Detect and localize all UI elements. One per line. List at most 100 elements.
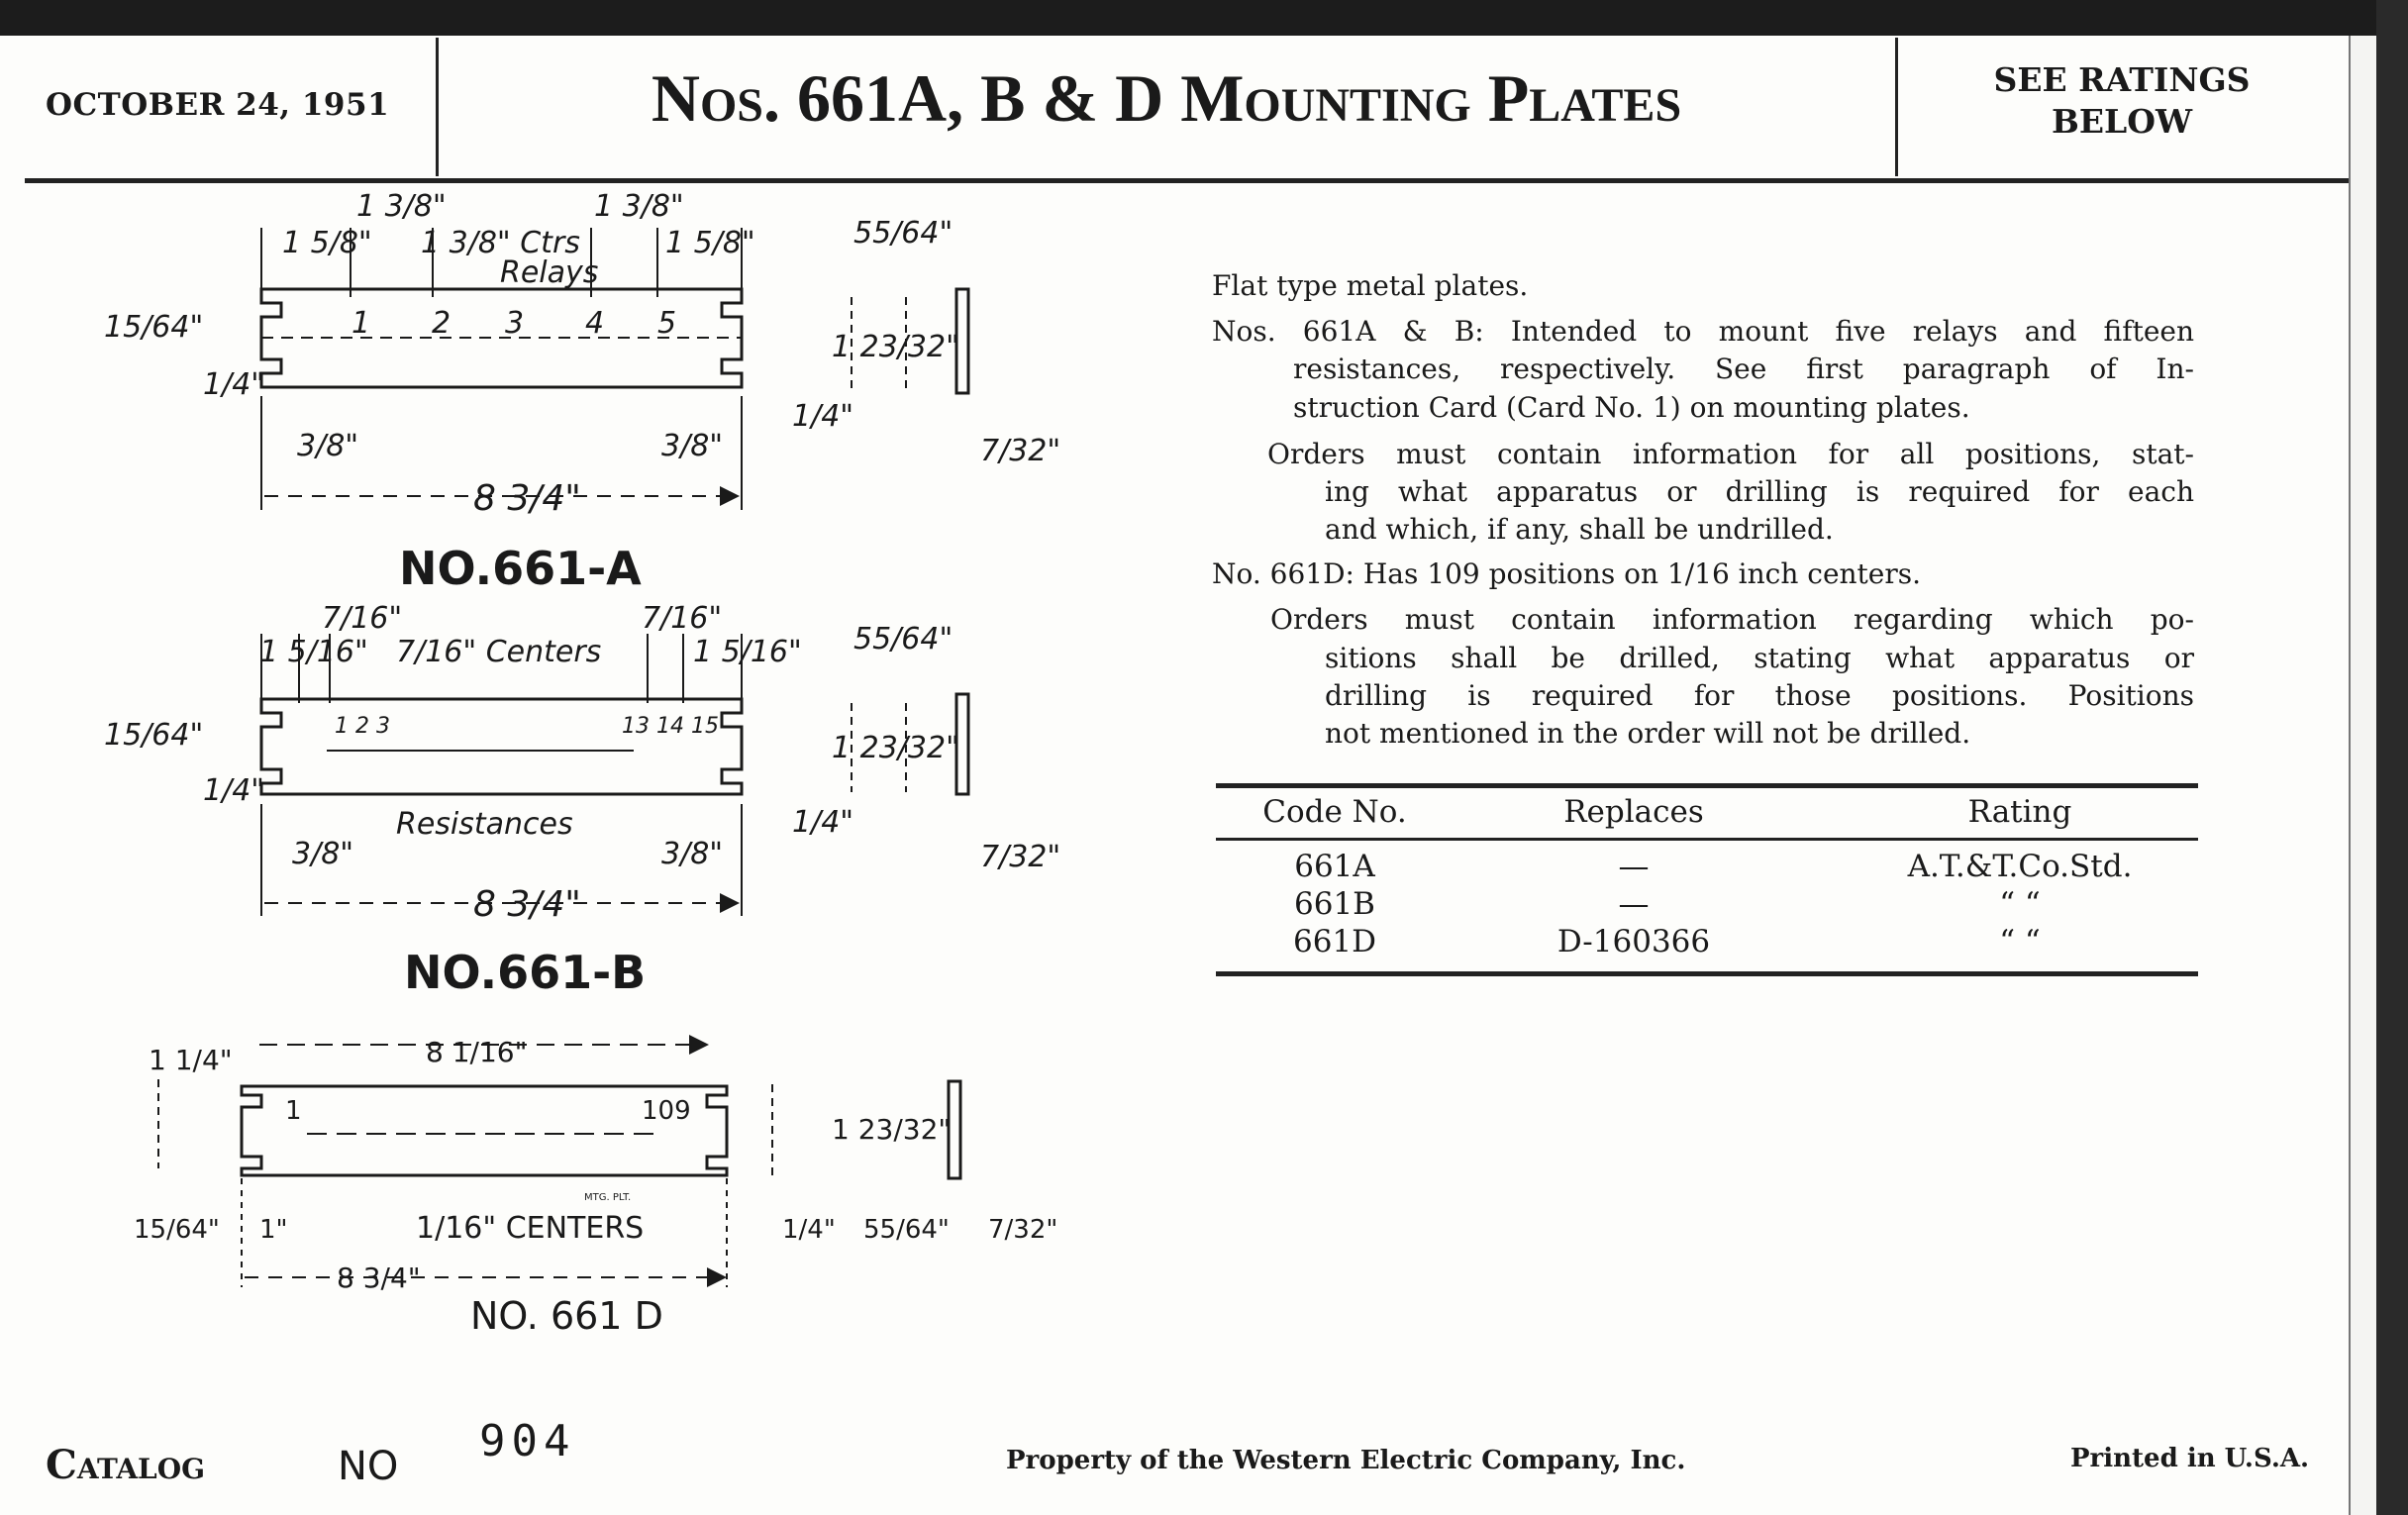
dim-label: 1/4"	[782, 1215, 836, 1245]
dim-label: 3/8"	[292, 837, 353, 871]
dim-label: 8 1/16"	[426, 1036, 527, 1068]
plate-b-title: NO.661-B	[404, 946, 646, 999]
dim-label: 8 3/4"	[337, 1262, 421, 1294]
table-cell: A.T.&T.Co.Std.	[1907, 849, 2133, 884]
position-label: 13 14 15	[622, 714, 719, 739]
description-line: ing what apparatus or drilling is requir…	[1325, 475, 2194, 508]
dim-label: 15/64"	[104, 718, 203, 753]
catalog-number: 904	[479, 1416, 576, 1466]
footer-no: NO	[338, 1444, 399, 1489]
table-bottom-rule	[1216, 971, 2198, 976]
plate-b-drawing	[259, 634, 970, 916]
description-line: resistances, respectively. See first par…	[1293, 353, 2194, 385]
dim-label: 1 3/8"	[594, 189, 684, 224]
dim-label: 1/4"	[792, 399, 853, 434]
dim-label: 1 3/8"	[356, 189, 447, 224]
centers-label: 1/16" CENTERS	[416, 1211, 644, 1246]
dim-label: 55/64"	[863, 1215, 950, 1245]
description-line: Orders must contain information regardin…	[1270, 603, 2194, 636]
ratings-note: SEE RATINGS BELOW	[1899, 59, 2345, 143]
table-cell: D-160366	[1556, 924, 1711, 960]
table-header-rating: Rating	[1967, 794, 2072, 830]
table-cell: —	[1618, 886, 1650, 922]
dim-label: 1 1/4"	[149, 1044, 233, 1076]
description-line: sitions shall be drilled, stating what a…	[1325, 642, 2194, 674]
position-label: 1	[351, 306, 370, 341]
scan-top-border	[0, 0, 2408, 36]
table-header-code: Code No.	[1262, 794, 1407, 830]
table-cell: “ “	[1999, 924, 2041, 960]
header-divider	[436, 38, 439, 176]
position-label: 109	[642, 1096, 691, 1126]
table-cell: 661B	[1294, 886, 1375, 922]
dim-label: 1 5/8"	[282, 226, 372, 260]
dim-label: 7/32"	[988, 1215, 1057, 1245]
card-edge	[2349, 36, 2378, 1515]
header-date: OCTOBER 24, 1951	[46, 87, 390, 123]
dim-label: 1/4"	[203, 367, 264, 402]
position-label: 1 2 3	[335, 714, 390, 739]
description-line: No. 661D: Has 109 positions on 1/16 inch…	[1212, 557, 1922, 590]
position-label: 3	[505, 306, 524, 341]
plate-d-drawing	[157, 1035, 962, 1287]
dim-label: 1 5/8"	[665, 226, 755, 260]
dim-label: 1 23/32"	[832, 1113, 951, 1146]
table-cell: “ “	[1999, 886, 2041, 922]
position-label: 5	[657, 306, 676, 341]
dim-label: 55/64"	[853, 622, 953, 656]
position-label: 1	[285, 1096, 302, 1126]
footer-printed: Printed in U.S.A.	[2070, 1444, 2310, 1473]
table-cell: —	[1618, 849, 1650, 884]
dim-label: 1 5/16"	[693, 635, 802, 669]
dim-label: 7/16"	[322, 601, 402, 636]
dim-label: 7/16"	[642, 601, 722, 636]
resistances-label: Resistances	[396, 807, 573, 842]
table-top-rule	[1216, 783, 2198, 788]
footer-property: Property of the Western Electric Company…	[1006, 1446, 1686, 1475]
dim-label: 3/8"	[661, 429, 723, 463]
ratings-note-line: BELOW	[2051, 102, 2193, 141]
dim-label: 8 3/4"	[473, 884, 581, 925]
relays-label: Relays	[500, 255, 598, 290]
description-line: Orders must contain information for all …	[1267, 438, 2194, 470]
table-cell: 661A	[1294, 849, 1375, 884]
dim-label: 1 5/16"	[259, 635, 368, 669]
dim-label: 8 3/4"	[473, 478, 581, 519]
scan-right-border	[2376, 0, 2408, 1515]
dim-label: 1/4"	[792, 805, 853, 840]
mtg-plt-label: MTG. PLT.	[584, 1192, 631, 1203]
plate-a-drawing	[259, 228, 970, 510]
centers-label: 7/16" Centers	[396, 635, 601, 669]
dim-label: 15/64"	[104, 310, 203, 345]
dim-label: 7/32"	[980, 840, 1060, 874]
plate-a-title: NO.661-A	[399, 542, 642, 595]
ratings-note-line: SEE RATINGS	[1993, 60, 2251, 99]
description-line: Flat type metal plates.	[1212, 269, 1529, 302]
description-line: not mentioned in the order will not be d…	[1325, 717, 1971, 750]
table-header-rule	[1216, 838, 2198, 841]
dim-label: 7/32"	[980, 434, 1060, 468]
dim-label: 15/64"	[134, 1215, 220, 1245]
description-line: and which, if any, shall be undrilled.	[1325, 513, 1834, 546]
dim-label: 1 3/8" Ctrs	[421, 226, 580, 260]
position-label: 4	[585, 306, 604, 341]
page-title: Nos. 661A, B & D Mounting Plates	[651, 60, 1682, 136]
table-cell: 661D	[1292, 924, 1377, 960]
dim-label: 3/8"	[297, 429, 358, 463]
dim-label: 1 23/32"	[832, 330, 959, 364]
header-rule	[25, 178, 2349, 183]
header-divider	[1895, 38, 1898, 176]
position-label: 2	[432, 306, 451, 341]
table-header-replaces: Replaces	[1563, 794, 1704, 830]
description-line: drilling is required for those positions…	[1325, 679, 2194, 712]
plate-d-title: NO. 661 D	[470, 1294, 663, 1338]
description-line: struction Card (Card No. 1) on mounting …	[1293, 391, 1970, 424]
dim-label: 1 23/32"	[832, 731, 959, 765]
footer-catalog: Catalog	[46, 1442, 206, 1488]
dim-label: 1/4"	[203, 773, 264, 808]
dim-label: 55/64"	[853, 216, 953, 251]
dim-label: 3/8"	[661, 837, 723, 871]
description-line: Nos. 661A & B: Intended to mount five re…	[1212, 315, 2194, 348]
dim-label: 1"	[259, 1215, 288, 1245]
